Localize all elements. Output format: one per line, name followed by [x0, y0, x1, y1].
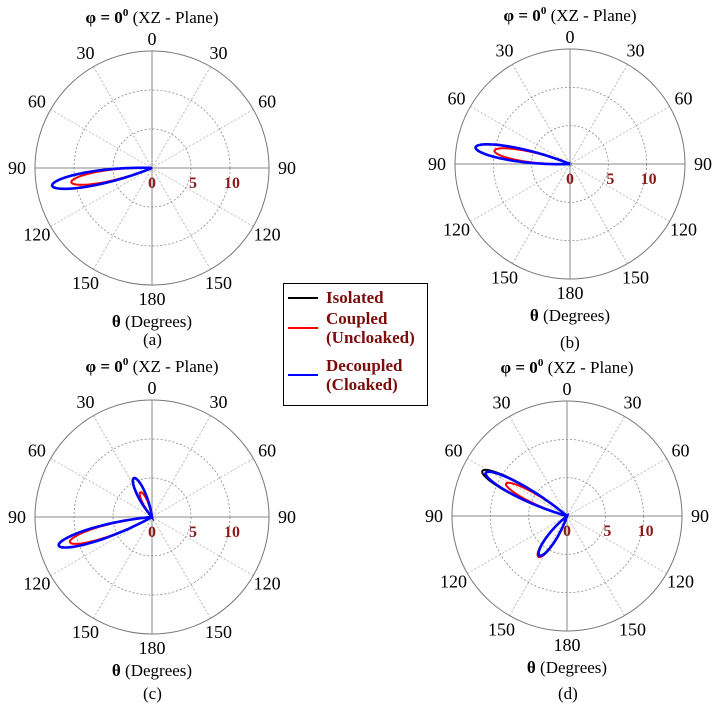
angle-tick-label: 150	[622, 267, 649, 287]
angle-tick-label: 60	[448, 89, 466, 109]
angle-tick-label: 0	[566, 27, 575, 47]
angle-tick-label: 180	[557, 283, 584, 303]
angle-tick-label: 120	[23, 574, 50, 594]
legend-label-line2: (Uncloaked)	[326, 328, 415, 347]
axis-label: θ (Degrees)	[527, 658, 607, 677]
pattern-curve	[474, 143, 571, 166]
angle-tick-label: 150	[205, 273, 232, 293]
angle-tick-label: 60	[28, 441, 46, 461]
angle-tick-label: 90	[8, 507, 26, 527]
polar-plot-d: 0 30 60 90 120 150 180 150 120 90 60 30 0 5 10 φ = 00 (…	[425, 357, 709, 677]
angle-tick-label: 0	[148, 29, 157, 49]
angle-tick-label: 120	[254, 574, 281, 594]
axis-label: θ (Degrees)	[112, 312, 192, 331]
pattern-curve	[484, 470, 568, 518]
radial-tick-label: 5	[189, 175, 197, 192]
angle-tick-label: 180	[139, 289, 166, 309]
legend-item-isolated: Isolated	[288, 288, 384, 307]
legend-label: Isolated	[326, 288, 384, 307]
angle-tick-label: 120	[443, 220, 470, 240]
angle-tick-label: 150	[72, 273, 99, 293]
angle-tick-label: 120	[23, 225, 50, 245]
angle-tick-label: 90	[278, 507, 296, 527]
angle-tick-label: 90	[278, 158, 296, 178]
angle-tick-label: 150	[205, 622, 232, 642]
angle-tick-label: 120	[440, 572, 467, 592]
radial-tick-label: 0	[148, 524, 156, 541]
legend: Isolated Coupled (Uncloaked) Decoupled (…	[283, 283, 428, 406]
legend-label-line1: Coupled	[326, 309, 388, 328]
angle-tick-label: 0	[563, 379, 572, 399]
angle-tick-label: 60	[28, 92, 46, 112]
angle-tick-label: 150	[619, 619, 646, 639]
angle-tick-label: 120	[670, 220, 697, 240]
radial-tick-label: 10	[224, 175, 240, 192]
plot-title: φ = 00 (XZ - Plane)	[504, 5, 637, 25]
pattern-curve	[537, 512, 570, 558]
angle-tick-label: 0	[148, 378, 157, 398]
pattern-curve	[481, 468, 568, 517]
angle-tick-label: 150	[72, 622, 99, 642]
legend-label: Coupled (Uncloaked)	[326, 309, 415, 347]
radial-tick-label: 10	[224, 524, 240, 541]
angle-tick-label: 60	[445, 441, 463, 461]
angle-tick-label: 30	[496, 41, 514, 61]
radial-tick-label: 5	[603, 523, 611, 540]
legend-label-line2: (Cloaked)	[326, 375, 398, 394]
angle-tick-label: 90	[691, 506, 709, 526]
legend-swatch-red	[288, 327, 318, 329]
polar-plot-c: 0 30 60 90 120 150 180 150 120 90 60 30 0 5 10 φ = 00 (…	[8, 356, 296, 680]
angle-tick-label: 90	[425, 506, 443, 526]
angle-tick-label: 30	[77, 392, 95, 412]
axis-label: θ (Degrees)	[112, 661, 192, 680]
angle-tick-label: 60	[258, 441, 276, 461]
pattern-curve	[50, 166, 153, 191]
legend-item-decoupled: Decoupled (Cloaked)	[288, 356, 403, 394]
angle-tick-label: 180	[139, 638, 166, 658]
angle-tick-label: 120	[254, 225, 281, 245]
caption-b: (b)	[560, 333, 580, 352]
radial-tick-label: 0	[148, 175, 156, 192]
axis-label: θ (Degrees)	[530, 306, 610, 325]
angle-tick-label: 90	[694, 154, 712, 174]
plot-title: φ = 00 (XZ - Plane)	[86, 356, 219, 376]
radial-tick-label: 0	[563, 523, 571, 540]
angle-tick-label: 150	[488, 619, 515, 639]
radial-tick-label: 10	[641, 171, 657, 188]
angle-tick-label: 60	[258, 92, 276, 112]
radial-tick-label: 5	[606, 171, 614, 188]
angle-tick-label: 30	[210, 43, 228, 63]
legend-swatch-black	[288, 297, 318, 299]
radial-tick-label: 0	[566, 171, 574, 188]
radial-tick-label: 10	[638, 523, 654, 540]
angle-tick-label: 30	[624, 393, 642, 413]
angle-tick-label: 90	[428, 154, 446, 174]
angle-tick-label: 30	[210, 392, 228, 412]
angle-tick-label: 60	[671, 441, 689, 461]
polar-plot-a: 0 30 60 90 120 150 180 150 120 90 60 30 0 5 10 φ = 00 (…	[8, 7, 296, 331]
plot-title: φ = 00 (XZ - Plane)	[86, 7, 219, 27]
pattern-curve	[131, 476, 155, 522]
legend-item-coupled: Coupled (Uncloaked)	[288, 309, 415, 347]
angle-tick-label: 30	[77, 43, 95, 63]
angle-tick-label: 60	[674, 89, 692, 109]
radial-tick-label: 5	[189, 524, 197, 541]
angle-tick-label: 120	[667, 572, 694, 592]
caption-a: (a)	[143, 330, 162, 349]
angle-tick-label: 150	[491, 267, 518, 287]
caption-c: (c)	[143, 684, 162, 703]
legend-label: Decoupled (Cloaked)	[326, 356, 403, 394]
angle-tick-label: 30	[493, 393, 511, 413]
plot-title: φ = 00 (XZ - Plane)	[501, 357, 634, 377]
legend-swatch-blue	[288, 374, 318, 376]
angle-tick-label: 180	[554, 635, 581, 655]
angle-tick-label: 90	[8, 158, 26, 178]
legend-label-line1: Decoupled	[326, 356, 403, 375]
caption-d: (d)	[558, 684, 578, 703]
angle-tick-label: 30	[627, 41, 645, 61]
polar-plot-b: 0 30 60 90 120 150 180 150 120 90 60 30 0 5 10 φ = 00 (…	[428, 5, 712, 325]
pattern-curve	[57, 515, 153, 549]
